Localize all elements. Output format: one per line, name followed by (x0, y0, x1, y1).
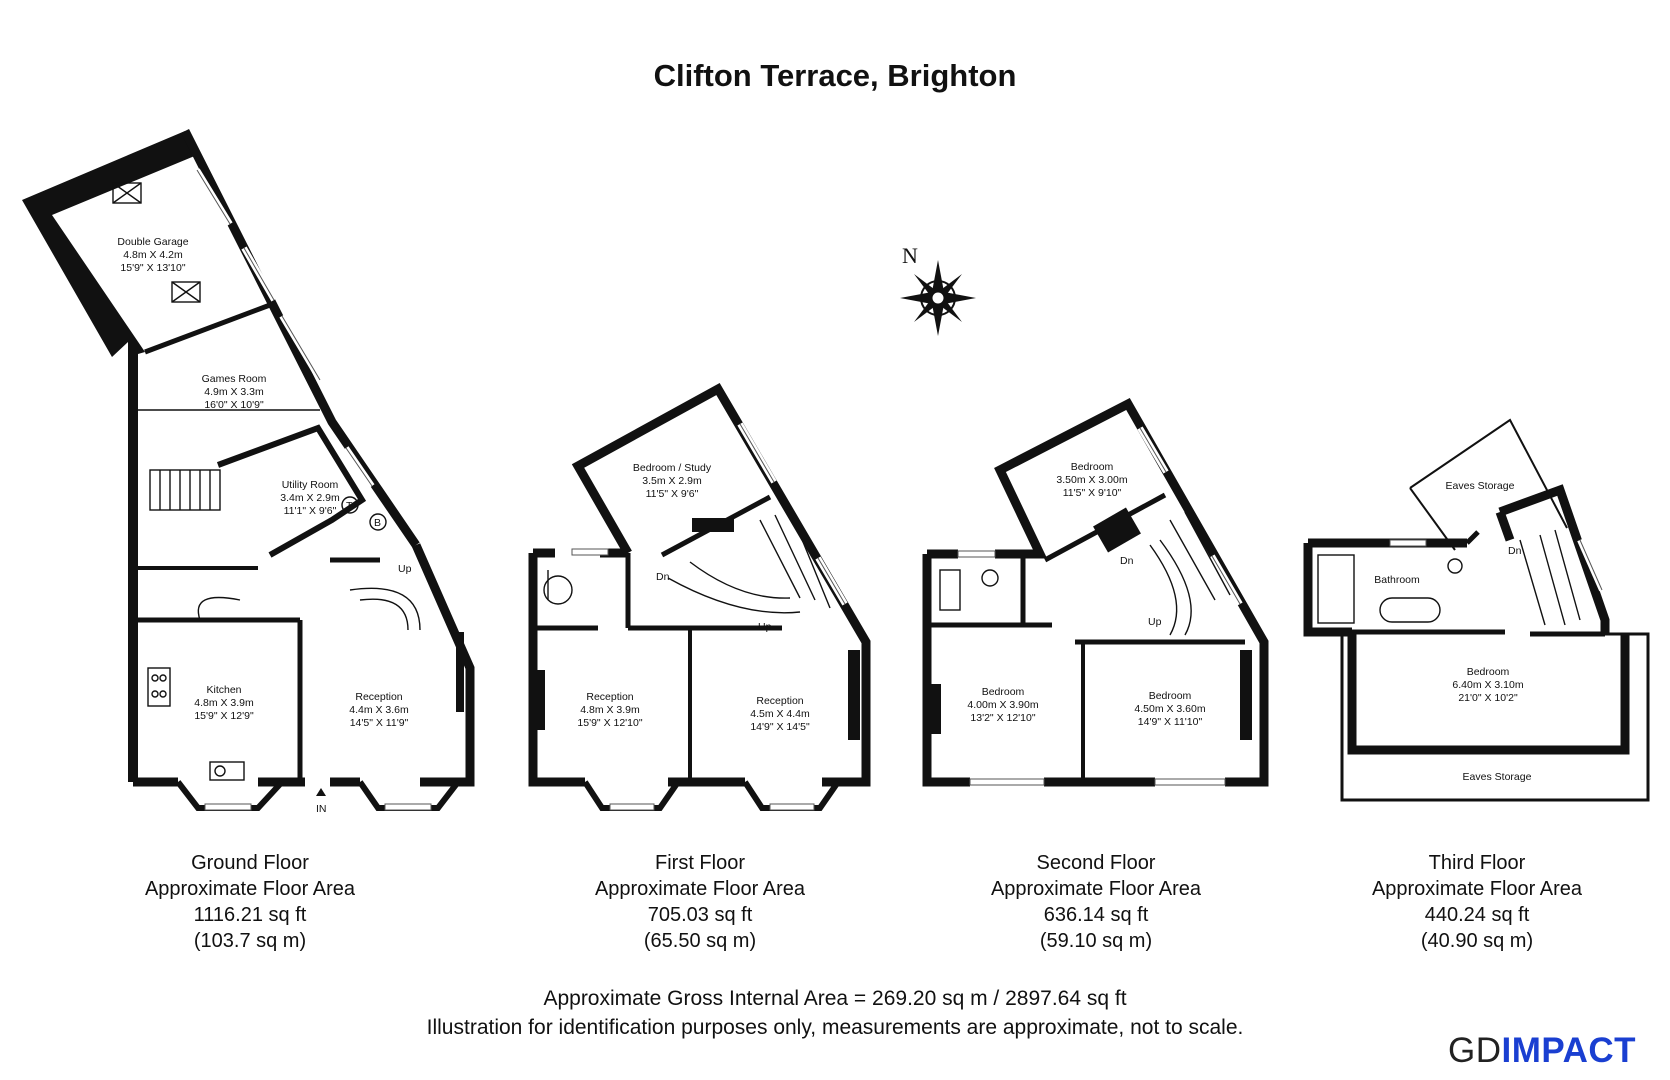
room-name: Double Garage (117, 236, 188, 248)
room-name: Bathroom (1374, 574, 1420, 586)
first-floor-plan: Dn Up Bedroom / Study 3.5m X 2.9m 11'5" … (528, 382, 871, 811)
room-reception-right: Reception 4.5m X 4.4m 14'9" X 14'5" (750, 695, 810, 733)
floor-area-label: Approximate Floor Area (990, 878, 1202, 900)
floor-area-label: Approximate Floor Area (144, 878, 356, 900)
room-name: Bedroom (1071, 461, 1114, 473)
room-metric: 4.8m X 3.9m (580, 704, 640, 716)
floor-area-sqft: 705.03 sq ft (647, 904, 753, 926)
room-games-room: Games Room 4.9m X 3.3m 16'0" X 10'9" (202, 373, 267, 411)
room-metric: 4.8m X 3.9m (194, 697, 254, 709)
first-floor-caption: First Floor Approximate Floor Area 705.0… (550, 850, 850, 954)
room-bathroom: Bathroom (1374, 574, 1420, 586)
compass-rose-icon (900, 260, 976, 336)
room-metric: 4.5m X 4.4m (750, 708, 810, 720)
stairs-up-label: Up (398, 563, 412, 575)
third-floor-plan: Dn Eaves Storage Bathroom Bedroom 6.40m … (1303, 418, 1650, 802)
room-imperial: 15'9" X 12'10" (577, 717, 642, 729)
room-metric: 4.50m X 3.60m (1134, 703, 1205, 715)
brand-gd: GD (1448, 1031, 1502, 1070)
room-metric: 4.4m X 3.6m (349, 704, 409, 716)
room-bedroom-left: Bedroom 4.00m X 3.90m 13'2" X 12'10" (967, 686, 1038, 724)
room-imperial: 11'5" X 9'10" (1063, 487, 1122, 499)
room-kitchen: Kitchen 4.8m X 3.9m 15'9" X 12'9" (194, 684, 254, 722)
entrance-label: IN (316, 803, 327, 815)
compass-north-label: N (902, 243, 918, 268)
room-name: Bedroom (982, 686, 1025, 698)
room-metric: 4.9m X 3.3m (204, 386, 264, 398)
third-floor-caption: Third Floor Approximate Floor Area 440.2… (1327, 850, 1627, 954)
disclaimer: Illustration for identification purposes… (426, 1016, 1244, 1039)
room-metric: 3.5m X 2.9m (642, 475, 702, 487)
tank-label: T (346, 500, 353, 512)
floor-area-sqm: (103.7 sq m) (193, 930, 307, 952)
room-bedroom-right: Bedroom 4.50m X 3.60m 14'9" X 11'10" (1134, 690, 1205, 728)
room-metric: 6.40m X 3.10m (1452, 679, 1523, 691)
room-imperial: 11'1" X 9'6" (284, 505, 337, 517)
second-floor-caption: Second Floor Approximate Floor Area 636.… (946, 850, 1246, 954)
ground-floor-plan: T B Up IN Double Garage 4.8m X 4.2m 15'9… (22, 128, 475, 815)
stairs-up-label: Up (758, 621, 772, 633)
floor-name: Third Floor (1428, 852, 1526, 874)
room-metric: 3.50m X 3.00m (1056, 474, 1127, 486)
room-imperial: 14'9" X 11'10" (1138, 716, 1203, 728)
floor-area-sqm: (40.90 sq m) (1420, 930, 1534, 952)
second-floor-plan: Dn Up Bedroom 3.50m X 3.00m 11'5" X 9'10… (922, 398, 1269, 787)
room-name: Bedroom / Study (633, 462, 712, 474)
room-name: Bedroom (1467, 666, 1510, 678)
stairs-up-label: Up (1148, 616, 1162, 628)
room-imperial: 15'9" X 13'10" (120, 262, 185, 274)
brand-impact: IMPACT (1501, 1031, 1637, 1070)
room-name: Reception (756, 695, 803, 707)
room-imperial: 14'5" X 11'9" (350, 717, 409, 729)
room-name: Reception (355, 691, 402, 703)
floor-area-sqft: 440.24 sq ft (1424, 904, 1530, 926)
room-double-garage: Double Garage 4.8m X 4.2m 15'9" X 13'10" (117, 236, 188, 274)
room-reception: Reception 4.4m X 3.6m 14'5" X 11'9" (349, 691, 409, 729)
room-name: Utility Room (282, 479, 339, 491)
room-utility-room: Utility Room 3.4m X 2.9m 11'1" X 9'6" (280, 479, 340, 517)
room-bedroom-study: Bedroom / Study 3.5m X 2.9m 11'5" X 9'6" (633, 462, 712, 500)
stairs-down-label: Dn (1508, 545, 1522, 557)
room-name: Kitchen (206, 684, 241, 696)
room-eaves-storage-bottom: Eaves Storage (1463, 771, 1532, 783)
floor-area-sqm: (59.10 sq m) (1039, 930, 1153, 952)
floor-name: First Floor (655, 852, 745, 874)
room-name: Eaves Storage (1446, 480, 1515, 492)
floor-name: Ground Floor (191, 852, 309, 874)
floor-area-sqm: (65.50 sq m) (643, 930, 757, 952)
gd-impact-logo: GDIMPACT (1448, 1031, 1636, 1071)
room-imperial: 15'9" X 12'9" (194, 710, 254, 722)
room-imperial: 21'0" X 10'2" (1458, 692, 1518, 704)
room-imperial: 16'0" X 10'9" (204, 399, 264, 411)
entrance-arrow-icon (316, 788, 326, 796)
room-imperial: 14'9" X 14'5" (750, 721, 810, 733)
gross-internal-area: Approximate Gross Internal Area = 269.20… (543, 987, 1127, 1010)
ground-floor-caption: Ground Floor Approximate Floor Area 1116… (100, 850, 400, 954)
room-name: Reception (586, 691, 633, 703)
room-imperial: 13'2" X 12'10" (970, 712, 1035, 724)
room-name: Bedroom (1149, 690, 1192, 702)
page-title: Clifton Terrace, Brighton (653, 58, 1017, 93)
floor-area-label: Approximate Floor Area (594, 878, 806, 900)
room-reception-left: Reception 4.8m X 3.9m 15'9" X 12'10" (577, 691, 642, 729)
floor-area-sqft: 636.14 sq ft (1043, 904, 1149, 926)
stairs-down-label: Dn (656, 571, 670, 583)
room-name: Games Room (202, 373, 267, 385)
stairs-down-label: Dn (1120, 555, 1134, 567)
room-metric: 3.4m X 2.9m (280, 492, 340, 504)
room-bedroom-top: Bedroom 3.50m X 3.00m 11'5" X 9'10" (1056, 461, 1127, 499)
floor-area-sqft: 1116.21 sq ft (193, 904, 307, 926)
floor-name: Second Floor (1036, 852, 1156, 874)
boiler-label: B (374, 517, 381, 529)
room-metric: 4.00m X 3.90m (967, 699, 1038, 711)
room-eaves-storage-top: Eaves Storage (1446, 480, 1515, 492)
room-bedroom: Bedroom 6.40m X 3.10m 21'0" X 10'2" (1452, 666, 1523, 704)
room-name: Eaves Storage (1463, 771, 1532, 783)
room-imperial: 11'5" X 9'6" (646, 488, 699, 500)
room-metric: 4.8m X 4.2m (123, 249, 183, 261)
floor-area-label: Approximate Floor Area (1371, 878, 1583, 900)
